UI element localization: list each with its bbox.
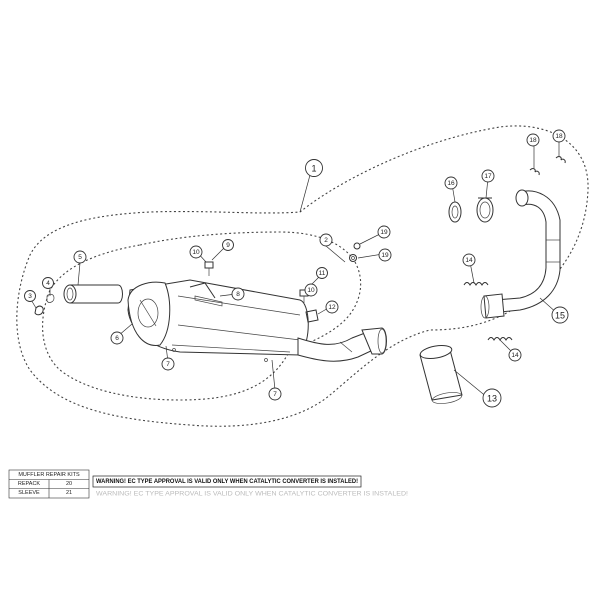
warning-notice: WARNING! EC TYPE APPROVAL IS VALID ONLY …	[92, 475, 408, 498]
callout-circle	[110, 331, 124, 345]
callout-number: 7	[166, 361, 170, 368]
callout-18b: 18	[552, 129, 566, 143]
callout-number: 8	[236, 291, 240, 298]
callout-11: 11	[316, 267, 328, 279]
callout-number: 5	[78, 254, 82, 261]
callout-number: 7	[273, 391, 277, 398]
repair-row-ref: 20	[66, 481, 72, 487]
group-outline-inner	[42, 231, 362, 401]
callout-number: 18	[529, 137, 537, 144]
group-outline-outer	[16, 125, 589, 427]
callout-18a: 18	[526, 133, 540, 147]
callout-circle	[377, 225, 391, 239]
callout-number: 6	[115, 335, 119, 342]
callout-number: 17	[484, 173, 492, 180]
callout-8: 8	[231, 287, 245, 301]
callout-circle	[316, 267, 328, 279]
callout-number: 16	[447, 180, 455, 187]
part-link-pipe	[63, 284, 123, 304]
callout-number: 15	[555, 310, 565, 320]
callout-5: 5	[73, 250, 87, 264]
callout-circle	[304, 283, 318, 297]
repair-table-header: MUFFLER REPAIR KITS	[18, 472, 80, 478]
part-header-pipe	[480, 189, 561, 319]
part-mid-pipe	[297, 327, 387, 362]
callout-14b: 14	[508, 348, 522, 362]
part-clamp-small	[34, 293, 55, 316]
callout-circle	[481, 169, 495, 183]
part-muffler	[127, 279, 309, 362]
callout-number: 14	[465, 257, 473, 264]
callout-3: 3	[24, 290, 36, 302]
callout-circle	[378, 248, 392, 262]
callout-number: 3	[28, 293, 32, 300]
callout-circle	[526, 133, 540, 147]
callout-number: 13	[487, 393, 497, 403]
callout-4: 4	[42, 277, 54, 289]
callout-number: 19	[381, 252, 389, 259]
callout-number: 4	[46, 280, 50, 287]
callout-circle	[24, 290, 36, 302]
repair-kit-table: MUFFLER REPAIR KITS REPACK 20 SLEEVE 21	[8, 469, 90, 499]
callout-circle	[551, 306, 569, 324]
callout-circle	[482, 388, 502, 408]
callout-number: 11	[319, 270, 326, 277]
callout-number: 12	[328, 304, 336, 311]
callout-19b: 19	[378, 248, 392, 262]
repair-row-ref: 21	[66, 490, 72, 496]
callout-number: 19	[380, 229, 388, 236]
callout-circle	[189, 245, 203, 259]
part-clamp-ring	[476, 197, 494, 223]
callout-10b: 10	[304, 283, 318, 297]
callout-number: 10	[192, 249, 200, 256]
callout-17: 17	[481, 169, 495, 183]
callout-number: 2	[324, 237, 328, 244]
callout-14a: 14	[462, 253, 476, 267]
callout-6: 6	[110, 331, 124, 345]
callout-7b: 7	[268, 387, 282, 401]
callout-circle	[319, 233, 333, 247]
callout-circle	[268, 387, 282, 401]
callout-13: 13	[482, 388, 502, 408]
callout-number: 1	[311, 163, 316, 173]
callout-9: 9	[222, 239, 234, 251]
part-spring-hook	[529, 156, 566, 176]
callout-circle	[42, 277, 54, 289]
callout-19a: 19	[377, 225, 391, 239]
callout-circle	[325, 300, 339, 314]
warning-ghost-text: WARNING! EC TYPE APPROVAL IS VALID ONLY …	[96, 491, 408, 498]
callout-circle	[161, 357, 175, 371]
callout-circle	[305, 159, 323, 177]
callout-circle	[508, 348, 522, 362]
repair-row-name: REPACK	[18, 481, 41, 487]
repair-row-name: SLEEVE	[18, 490, 40, 496]
callout-circle	[222, 239, 234, 251]
callout-circle	[73, 250, 87, 264]
callout-1: 1	[305, 159, 323, 177]
callout-16: 16	[444, 176, 458, 190]
callout-circle	[462, 253, 476, 267]
callout-circle	[444, 176, 458, 190]
callout-number: 14	[511, 352, 519, 359]
callout-number: 9	[226, 242, 230, 249]
callout-circle	[231, 287, 245, 301]
warning-text: WARNING! EC TYPE APPROVAL IS VALID ONLY …	[96, 478, 358, 485]
callout-12: 12	[325, 300, 339, 314]
callout-number: 10	[307, 287, 315, 294]
callout-circle	[552, 129, 566, 143]
part-catalytic-sleeve	[419, 344, 463, 404]
callout-number: 18	[555, 133, 563, 140]
callout-10a: 10	[189, 245, 203, 259]
callout-2: 2	[319, 233, 333, 247]
part-gasket-ring	[448, 201, 462, 223]
callout-7a: 7	[161, 357, 175, 371]
leader-lines	[29, 137, 560, 399]
callout-15: 15	[551, 306, 569, 324]
